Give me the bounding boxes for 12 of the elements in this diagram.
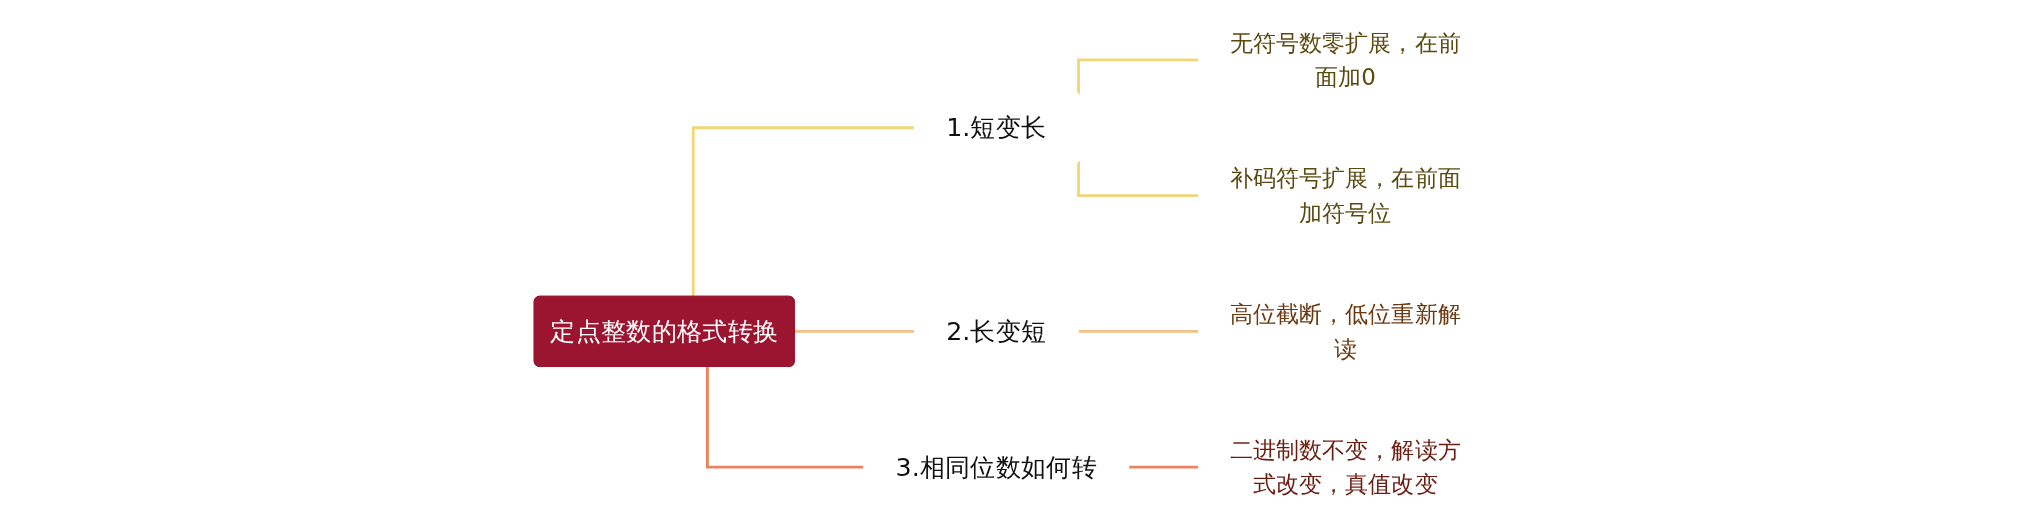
- connector: [1077, 329, 1199, 333]
- node-text: 二进制数不变，解读方式改变，真值改变: [1230, 436, 1461, 499]
- node-text: 高位截断，低位重新解读: [1230, 300, 1461, 363]
- node-text: 补码符号扩展，在前面加符号位: [1230, 164, 1461, 227]
- connector: [1077, 58, 1199, 95]
- node-text: 2.长变短: [946, 317, 1047, 346]
- connector: [691, 126, 914, 297]
- node-text: 3.相同位数如何转: [895, 452, 1097, 482]
- connector: [1077, 161, 1199, 198]
- connector: [705, 367, 864, 469]
- node-text: 无符号数零扩展，在前面加0: [1230, 28, 1461, 91]
- node-text: 1.短变长: [946, 113, 1047, 143]
